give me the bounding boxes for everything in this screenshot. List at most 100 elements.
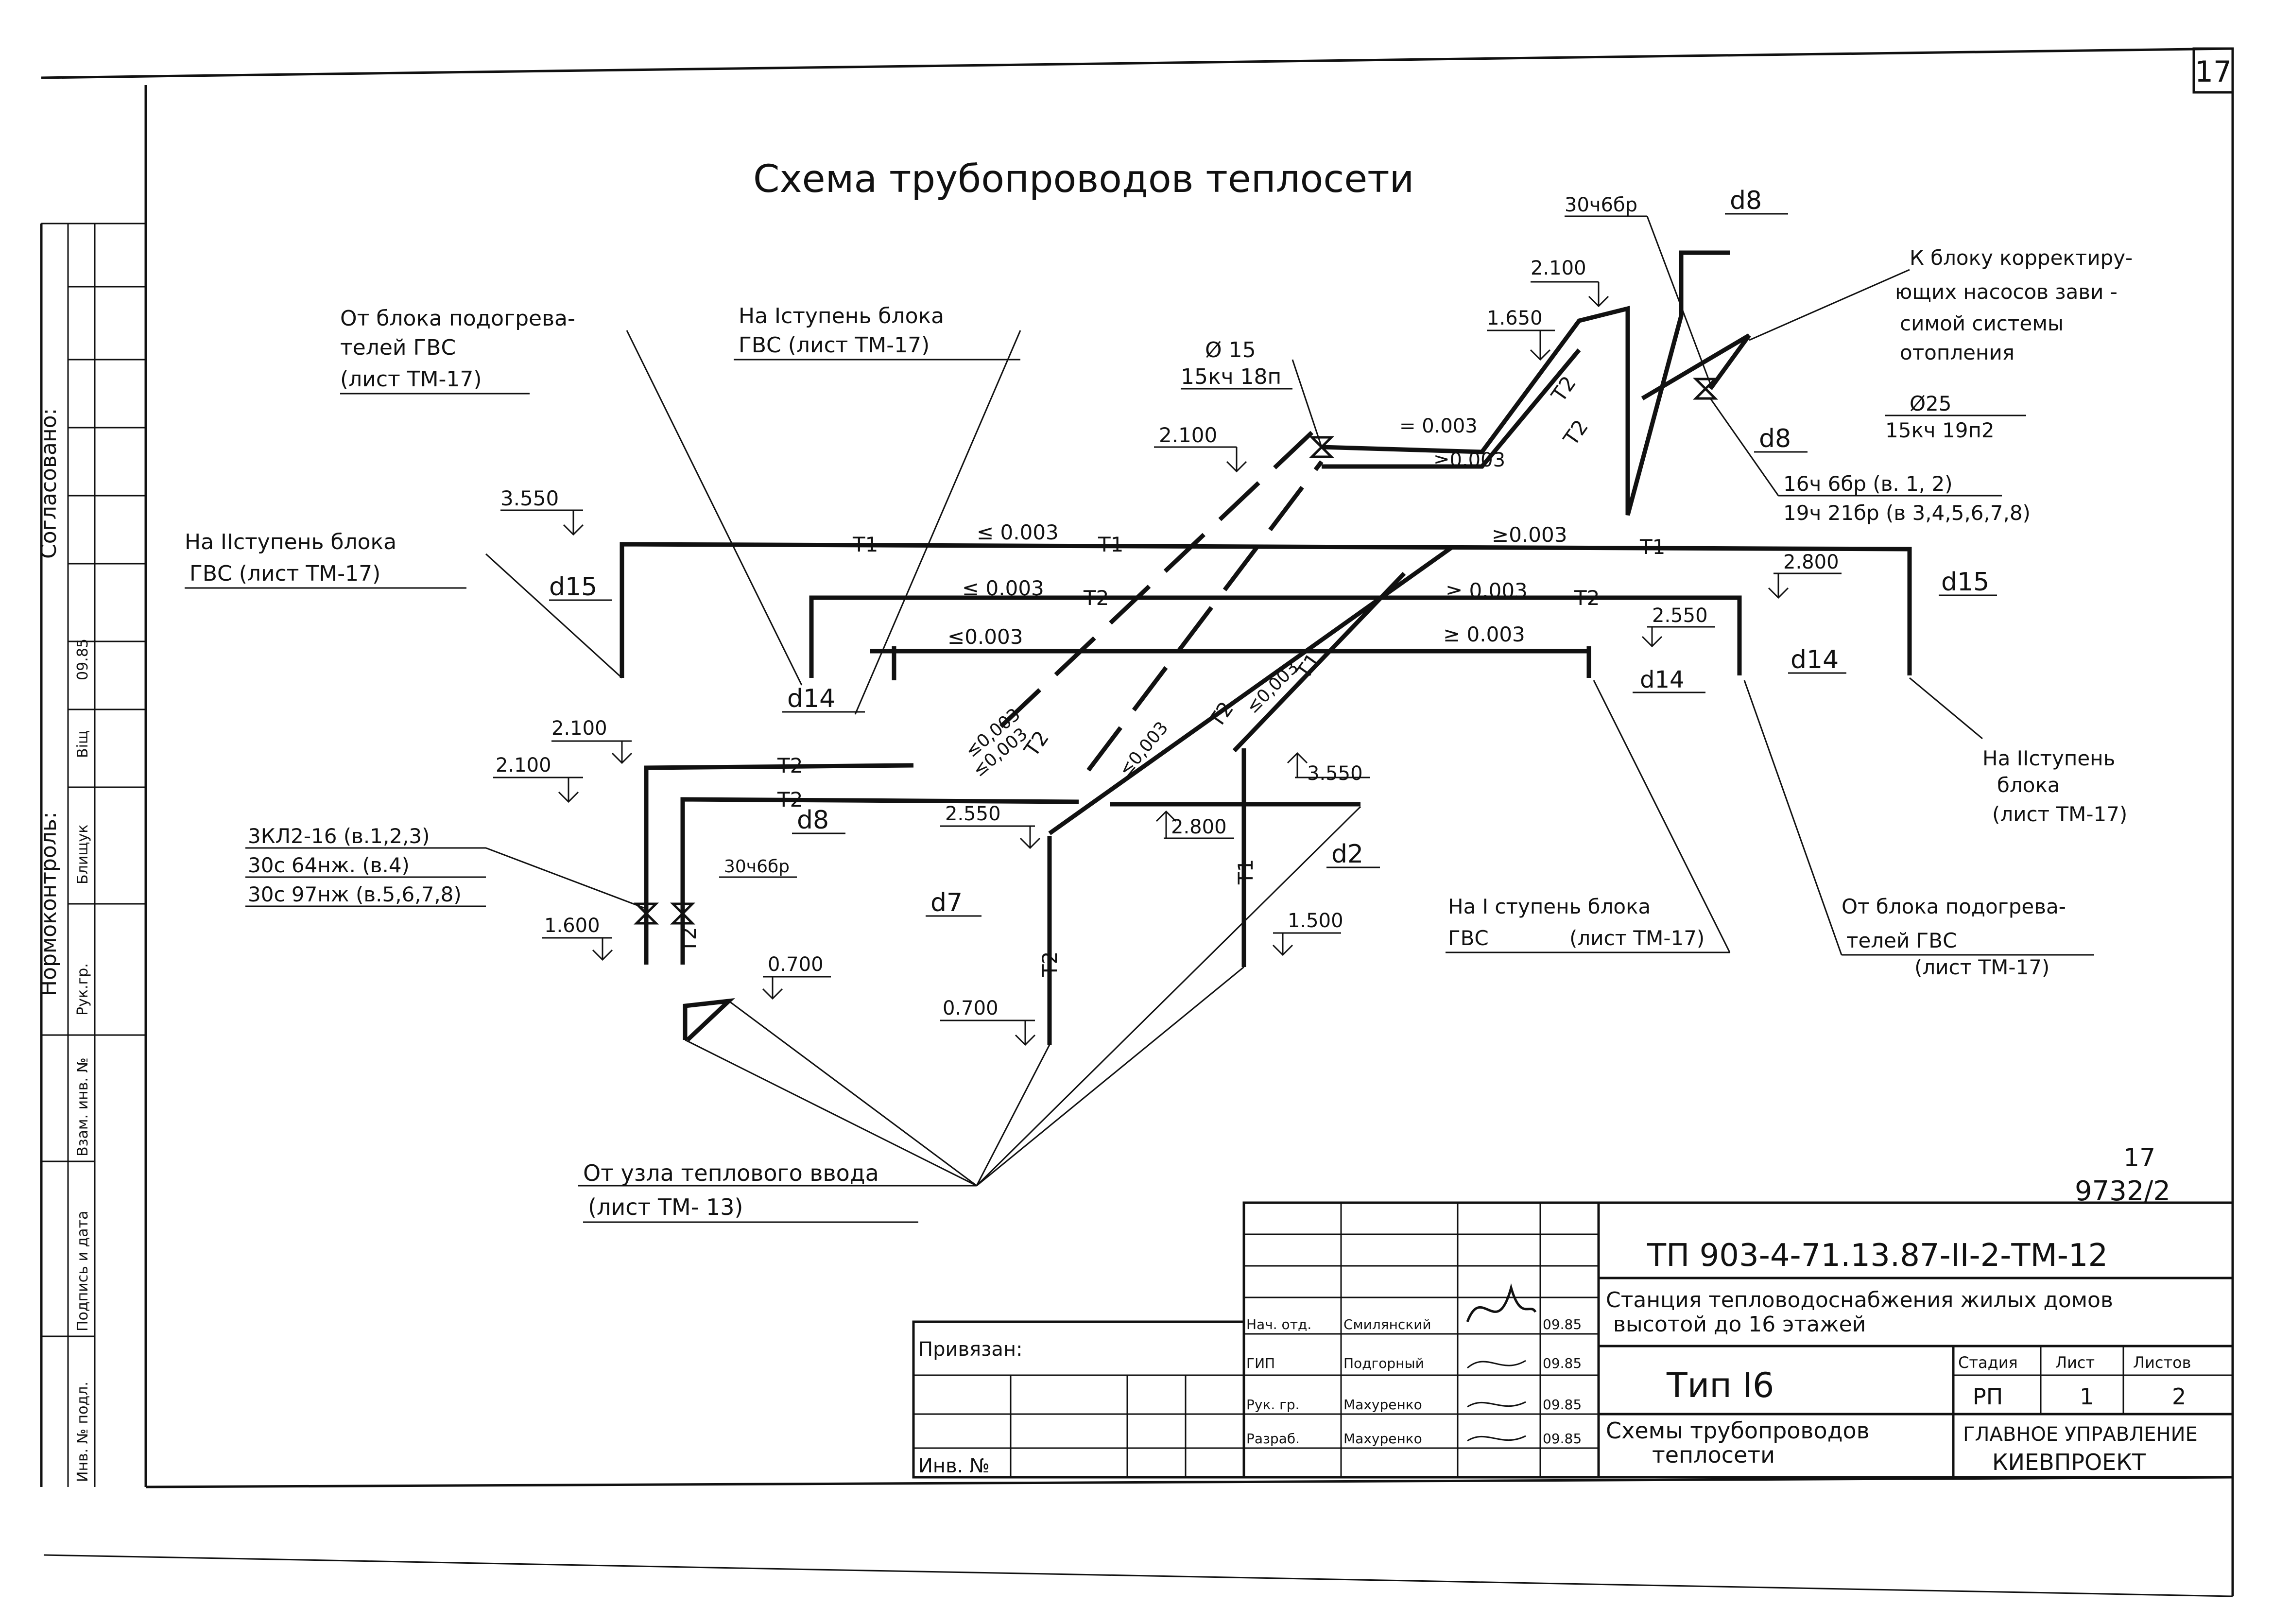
sign-date: 09.85 [1543,1431,1582,1447]
note-stage2-right: На IIступень [1982,746,2115,770]
slope-label: ≤0,003 [1115,718,1172,780]
valve-label: Ø 15 [1205,338,1256,363]
note-from-heaters: (лист ТМ-17) [340,367,482,392]
diameter-d15: d15 [549,572,597,602]
note-correction-pumps: отопления [1900,341,2015,364]
level-value: 0.700 [768,953,824,976]
level-mark: 2.550 [940,803,1041,849]
title-block: 17 9732/2 ТП 903-4-71.13.87-II-2-ТМ-12 С… [912,1143,2234,1479]
signature-mark [1467,1360,1526,1369]
note-stage2-right: блока [1997,773,2060,797]
slope-label: ≤ 0.003 [977,520,1059,544]
note-from-input: От узла теплового ввода [583,1160,879,1186]
slope-label: ≥ 0.003 [1446,579,1528,603]
role-label: Рук. гр. [1246,1397,1300,1413]
diameter-d8: d8 [1759,424,1791,453]
level-value: 2.100 [1531,257,1586,279]
valve-label: 15кч 18п [1181,364,1281,389]
valve-label: 3КЛ2-16 (в.1,2,3) [248,824,430,848]
valve-label: 30ч6бр [724,857,790,877]
pipe-label-t2: Т2 [1083,586,1109,610]
sheet-frame: 17 [41,47,2234,1597]
note-heaters-right: телей ГВС [1846,929,1957,952]
level-value: 2.100 [496,754,551,777]
inv-no-label: Инв. № [918,1455,990,1477]
pipe-label-t1: Т1 [1234,859,1257,885]
pipe-labels: Т1 Т1 Т1 Т2 Т2 Т2 Т2 Т2 Т2 Т1 Т2 Т2 Т2 Т… [677,372,1665,977]
note-stage2: На IIступень блока [185,530,396,554]
note-heaters-right: От блока подогрева- [1842,895,2066,918]
level-value: 3.550 [500,486,559,510]
valve-label: 16ч 6бр (в. 1, 2) [1783,472,1953,496]
norm-date: 09.85 [74,639,91,680]
pipelines [620,250,1912,1045]
level-value: 2.550 [945,803,1001,825]
role-label: ГИП [1246,1355,1275,1371]
level-mark: 0.700 [940,997,1036,1046]
note-heaters-right: (лист ТМ-17) [1914,955,2049,979]
level-value: 1.500 [1288,910,1343,932]
level-marks: 3.550 2.100 1.650 2.100 2.800 2.550 2.10… [493,257,1842,1046]
pipe-label-t1: Т1 [852,533,878,556]
level-value: 2.800 [1171,816,1227,838]
document-code: ТП 903-4-71.13.87-II-2-ТМ-12 [1647,1238,2108,1274]
note-from-input: (лист ТМ- 13) [588,1194,743,1220]
person-name: Подгорный [1343,1355,1424,1371]
valve-label: 30ч6бр [1565,194,1637,216]
scheme-title: Схемы трубопроводов [1606,1417,1870,1444]
level-mark: 2.100 [1531,257,1609,308]
sign-date: 09.85 [1543,1397,1582,1413]
level-value: 2.100 [1159,423,1217,447]
sheet-ref-top: 17 [2123,1143,2155,1173]
level-mark: 2.100 [551,717,633,764]
notes: От блока подогрева- телей ГВС (лист ТМ-1… [185,246,2133,1223]
pipe-label-t1: Т1 [1639,535,1665,559]
building-type: Тип I6 [1666,1365,1774,1405]
sheet-value: 1 [2080,1383,2094,1410]
organization: ГЛАВНОЕ УПРАВЛЕНИЕ [1963,1423,2198,1446]
sign-date-label: Подпись и дата [74,1211,91,1332]
valve-label: 30с 97нж (в.5,6,7,8) [248,882,462,906]
level-mark: 2.800 [1155,810,1234,839]
note-correction-pumps: симой системы [1900,311,2064,335]
person-name: Смилянский [1343,1316,1431,1332]
document-description: Станция тепловодоснабжения жилых домов [1606,1288,2113,1313]
level-mark: 3.550 [1287,752,1370,785]
valve-label: 15кч 19п2 [1885,418,1995,442]
diameter-d2: d2 [1331,840,1363,869]
slope-label: = 0.003 [1399,415,1478,437]
note-stage1-right: ГВС [1448,926,1489,950]
diameter-d8: d8 [797,806,829,835]
valve-label: 30с 64нж. (в.4) [248,853,410,877]
pipe-label-t2: Т2 [677,927,701,953]
stage-header: Стадия [1958,1353,2018,1372]
pipe-label-t2: Т2 [1038,951,1062,977]
note-from-heaters: От блока подогрева- [340,306,575,331]
sheets-header: Листов [2133,1353,2191,1372]
slope-label: ≥0.003 [1433,449,1505,471]
slope-label: ≤ 0.003 [962,576,1044,600]
sheet-header: Лист [2055,1353,2095,1372]
level-mark: 1.650 [1487,307,1555,361]
drawing-title: Схема трубопроводов теплосети [753,157,1414,201]
signature-mark [1467,1435,1526,1442]
level-mark: 1.600 [542,915,613,961]
note-stage1-right: (лист ТМ-17) [1569,926,1705,950]
diameter-d7: d7 [930,888,963,917]
note-correction-pumps: ющих насосов зави - [1895,280,2118,304]
diameter-d8: d8 [1730,186,1762,215]
stage-value: РП [1973,1383,2003,1410]
person-name: Махуренко [1343,1431,1422,1447]
scheme-title: теплосети [1652,1442,1775,1468]
document-description: высотой до 16 этажей [1613,1312,1866,1337]
sign-date: 09.85 [1543,1316,1582,1332]
level-mark: 2.800 [1768,551,1842,599]
signature-mark [1467,1401,1526,1408]
left-approval-strip: Согласовано: Нормоконтроль: 09.85 Віщ Бл… [36,223,146,1487]
replaces-inv-label: Взам. инв. № [74,1057,91,1157]
person-name: Махуренко [1343,1397,1422,1413]
level-mark: 2.100 [493,754,583,803]
valve-label: Ø25 [1910,392,1952,415]
